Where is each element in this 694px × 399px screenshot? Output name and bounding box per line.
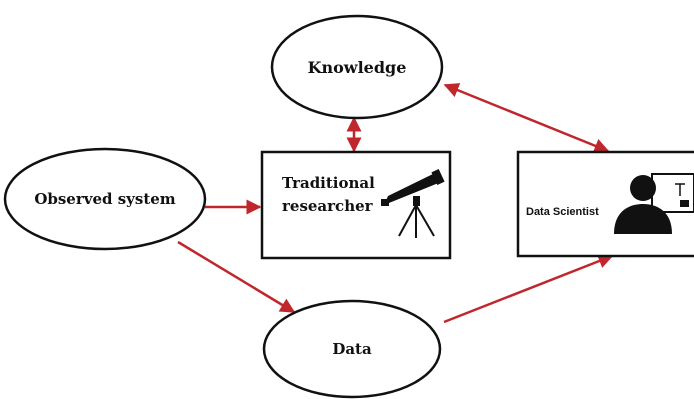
knowledge-label: Knowledge [308, 58, 407, 77]
arrow-datascientist-knowledge [443, 83, 610, 153]
telescope-icon [381, 168, 445, 238]
data-scientist-node: Data Scientist [516, 150, 694, 258]
traditional-researcher-label-line2: researcher [282, 197, 374, 215]
traditional-researcher-label-line1: Traditional [282, 174, 375, 192]
data-scientist-label: Data Scientist [526, 206, 599, 218]
arrow-data-to-datascientist [443, 253, 614, 324]
observed-system-label: Observed system [34, 190, 175, 208]
traditional-researcher-node: Traditional researcher [260, 150, 452, 260]
observed-system-ellipse [3, 147, 207, 251]
data-ellipse [262, 299, 442, 399]
knowledge-ellipse [270, 14, 444, 120]
data-scientist-box [516, 150, 694, 258]
arrow-observed-to-data [177, 240, 296, 314]
knowledge-node: Knowledge [270, 14, 444, 120]
person-at-computer-icon [614, 173, 694, 234]
observed-system-node: Observed system [3, 147, 207, 251]
data-label: Data [332, 340, 372, 358]
data-node: Data [262, 299, 442, 399]
